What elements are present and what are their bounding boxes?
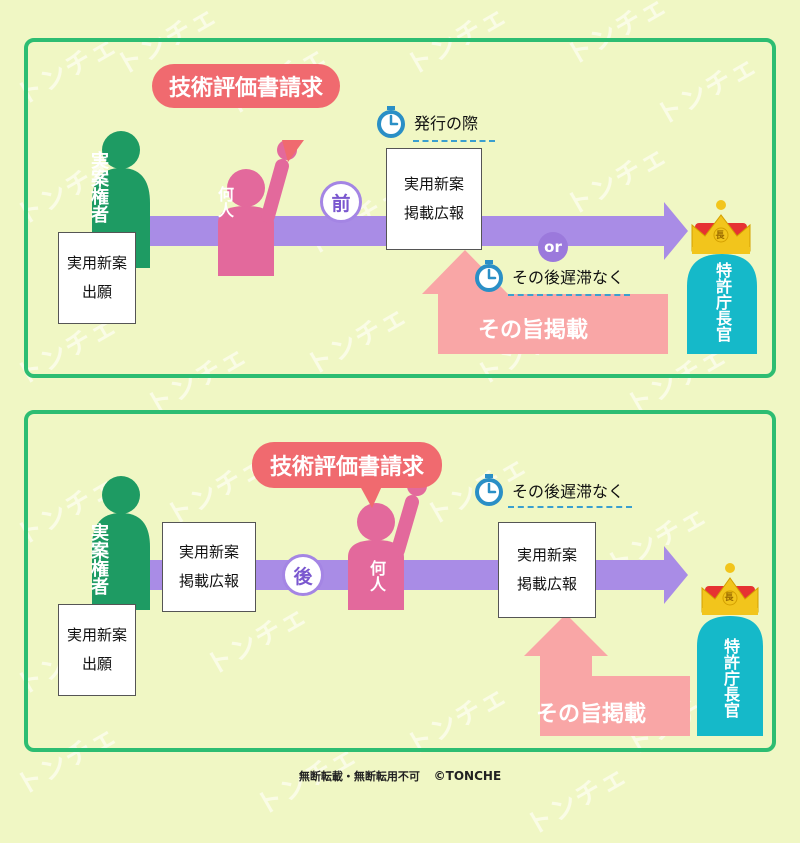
- speech-bubble: 技術評価書請求: [152, 64, 340, 108]
- note-issue-time: 発行の際: [376, 106, 478, 138]
- note-issue-time-underline: [413, 140, 495, 142]
- person-body: [218, 206, 274, 276]
- note-without-delay-text: その後遅滞なく: [512, 482, 625, 501]
- note-without-delay: その後遅滞なく: [474, 474, 624, 506]
- footer-notice: 無断転載・無断転用不可: [298, 770, 420, 783]
- official-label-text: 特許庁長官: [713, 262, 732, 342]
- note-without-delay-text: その後遅滞なく: [512, 268, 625, 287]
- return-arrow-head: [524, 614, 608, 656]
- stopwatch-icon: [377, 106, 405, 138]
- person-label: 何人: [356, 552, 396, 606]
- application-line-2: 出願: [81, 283, 112, 301]
- crown-icon: [701, 563, 759, 615]
- bubble-tail: [282, 140, 304, 162]
- official-body: [697, 616, 763, 736]
- application-line-2: 出願: [81, 655, 112, 673]
- person-label-text: 何人: [367, 560, 386, 592]
- crown-badge: 長: [722, 591, 736, 605]
- footer-copyright: ©TONCHE: [433, 769, 502, 783]
- return-arrow-label: その旨掲載: [536, 696, 646, 728]
- holder-label-text: 実案権者: [88, 151, 109, 223]
- timing-circle-text: 後: [293, 565, 313, 588]
- person-arm: [261, 159, 289, 223]
- publication-line-2: 掲載広報: [178, 572, 239, 590]
- speech-bubble-text: 技術評価書請求: [269, 455, 424, 480]
- holder-body: [92, 513, 150, 610]
- stopwatch-icon: [475, 474, 503, 506]
- official-label-text: 特許庁長官: [721, 638, 740, 718]
- crown-icon: [691, 200, 751, 254]
- official-label: 特許庁長官: [716, 634, 744, 728]
- publication-box-after: 実用新案 掲載広報: [498, 522, 596, 618]
- crown-badge-text: 長: [724, 593, 734, 603]
- return-arrow-body: [540, 676, 690, 736]
- footer: 無断転載・無断転用不可 ©TONCHE: [0, 768, 800, 784]
- note-without-delay: その後遅滞なく: [474, 260, 624, 292]
- holder-label: 実案権者: [84, 514, 112, 610]
- return-arrow-text: その旨掲載: [478, 318, 589, 343]
- publication-box: 実用新案 掲載広報: [386, 148, 482, 250]
- publication-line-2: 掲載広報: [403, 204, 464, 222]
- or-badge-text: or: [544, 238, 562, 256]
- person-label-text: 何人: [215, 186, 234, 218]
- person-head: [227, 169, 265, 207]
- panel-before: 実案権者 実用新案 出願 技術評価書請求 何人 前 実用新案 掲載広報 発行の際…: [24, 38, 776, 378]
- application-line-1: 実用新案: [66, 626, 127, 644]
- official-body: [687, 254, 757, 354]
- person-head: [357, 503, 395, 541]
- note-without-delay-underline: [508, 294, 630, 296]
- publication-line-2: 掲載広報: [516, 575, 577, 593]
- holder-head: [102, 476, 140, 514]
- publication-line-1: 実用新案: [403, 175, 464, 193]
- stopwatch-icon: [475, 260, 503, 292]
- return-arrow-label: その旨掲載: [478, 312, 588, 344]
- return-arrow-stem: [438, 294, 494, 354]
- holder-label-text: 実案権者: [88, 523, 109, 595]
- panel-after: 実案権者 実用新案 出願 実用新案 掲載広報 後 技術評価書請求 何人 その後遅…: [24, 410, 776, 752]
- bubble-tail: [360, 486, 382, 508]
- official-label: 特許庁長官: [708, 258, 736, 352]
- timing-circle-before: 前: [320, 181, 362, 223]
- application-line-1: 実用新案: [66, 254, 127, 272]
- speech-bubble: 技術評価書請求: [252, 442, 442, 488]
- note-issue-time-text: 発行の際: [414, 114, 479, 133]
- publication-box-before: 実用新案 掲載広報: [162, 522, 256, 612]
- or-badge: or: [538, 232, 568, 262]
- speech-bubble-text: 技術評価書請求: [168, 76, 323, 101]
- timing-circle-after: 後: [282, 554, 324, 596]
- person-label: 何人: [210, 178, 238, 232]
- holder-head: [102, 131, 140, 169]
- note-without-delay-underline: [508, 506, 632, 508]
- return-arrow-text: その旨掲載: [536, 702, 647, 727]
- person-arm: [391, 495, 419, 557]
- holder-label: 実案権者: [84, 142, 112, 238]
- publication-line-1: 実用新案: [516, 546, 577, 564]
- timing-circle-text: 前: [331, 192, 351, 215]
- person-body: [348, 540, 404, 610]
- publication-line-1: 実用新案: [178, 543, 239, 561]
- crown-badge: 長: [713, 229, 727, 243]
- crown-badge-text: 長: [715, 231, 725, 241]
- application-box: 実用新案 出願: [58, 232, 136, 324]
- application-box: 実用新案 出願: [58, 604, 136, 696]
